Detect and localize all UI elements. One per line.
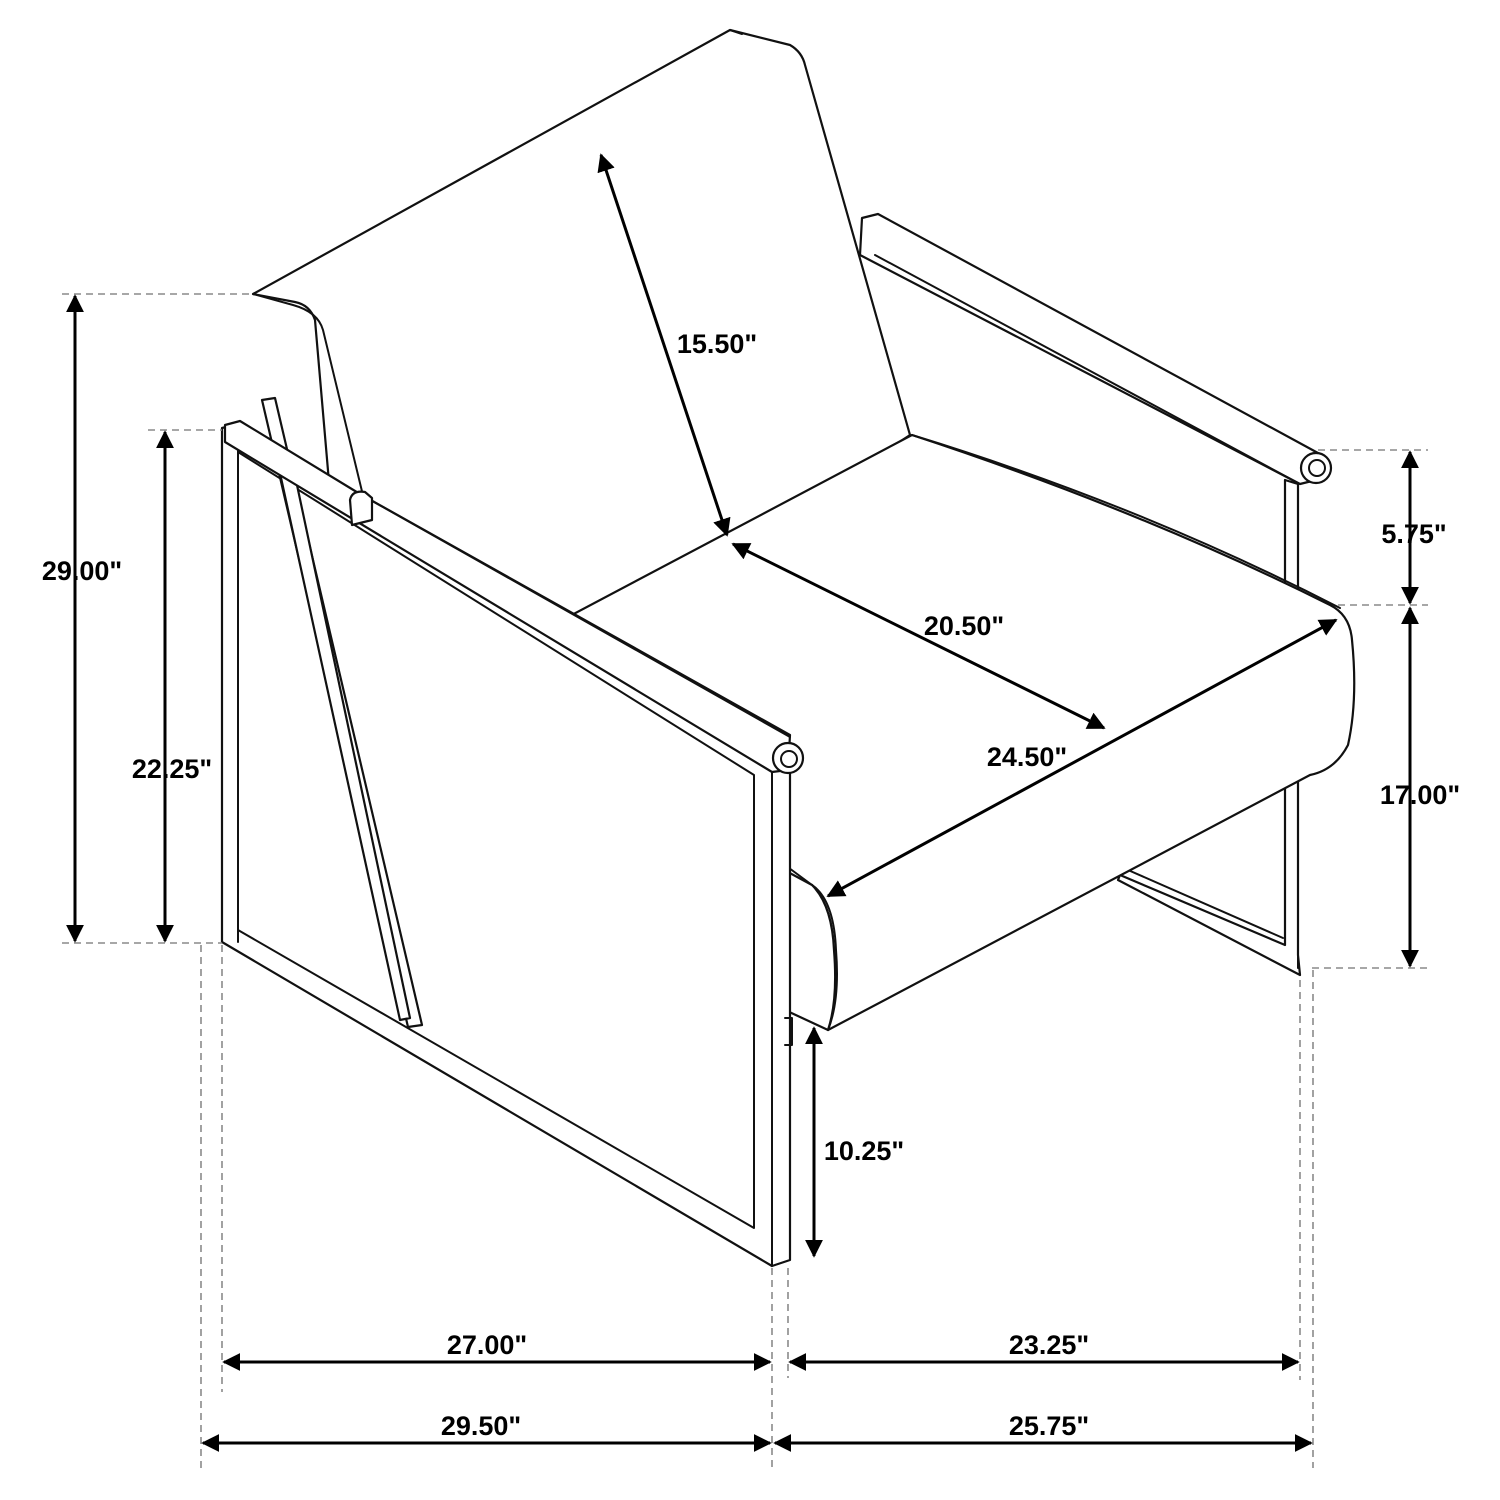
- overall-depth-label: 25.75": [1009, 1411, 1089, 1441]
- right-armrest: [858, 212, 1333, 486]
- seat-height-label: 17.00": [1380, 780, 1460, 810]
- inner-width-label: 27.00": [447, 1330, 527, 1360]
- left-armrest: [223, 419, 805, 775]
- chair-illustration: [220, 28, 1356, 1268]
- seat-width-label: 24.50": [987, 742, 1067, 772]
- arm-height-label: 22.25": [132, 754, 212, 784]
- dimension-arrows: [66, 153, 1419, 1452]
- back-height-label: 15.50": [677, 329, 757, 359]
- inner-depth-label: 23.25": [1009, 1330, 1089, 1360]
- back-height-arrow: [597, 153, 731, 537]
- dimension-labels: 15.50" 20.50" 24.50" 5.75" 17.00" 10.25"…: [42, 329, 1460, 1441]
- seat-width-arrow: [826, 618, 1338, 898]
- seat-depth-label: 20.50": [924, 611, 1004, 641]
- arm-above-seat-label: 5.75": [1381, 519, 1446, 549]
- extension-lines: [62, 293, 1428, 1468]
- overall-width-label: 29.50": [441, 1411, 521, 1441]
- leg-clearance-label: 10.25": [824, 1136, 904, 1166]
- overall-height-label: 29.00": [42, 556, 122, 586]
- left-side-frame: [220, 396, 793, 1268]
